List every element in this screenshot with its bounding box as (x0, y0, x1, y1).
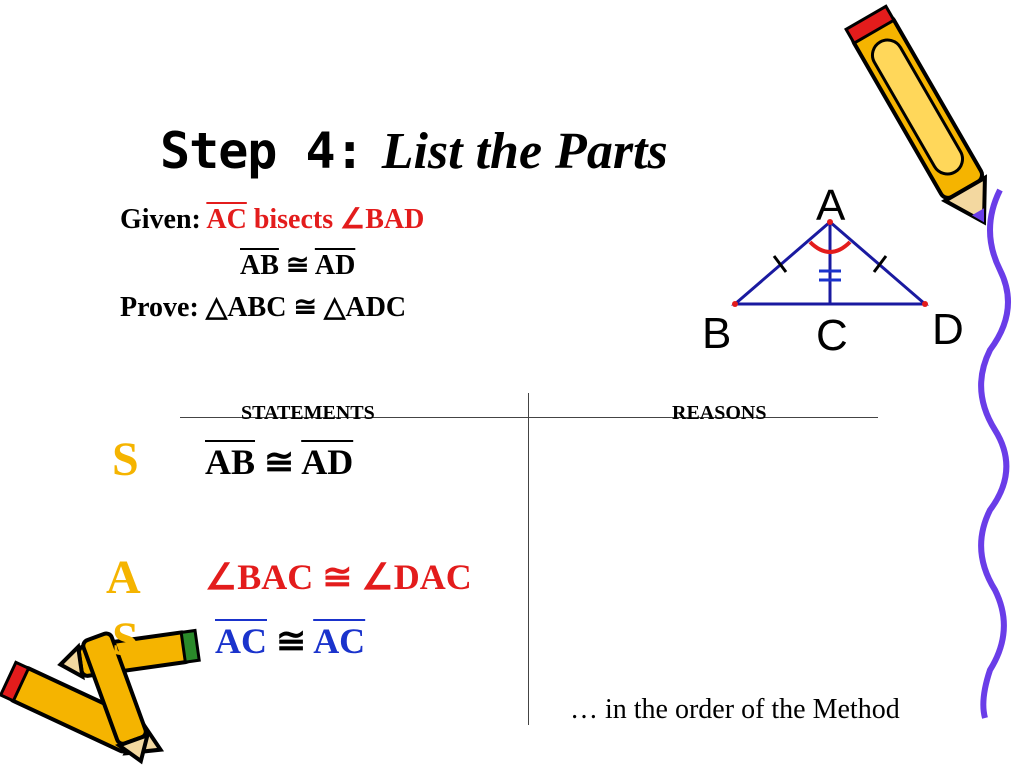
prove-cong: ≅ (293, 292, 317, 323)
vertex-label-c: C (816, 311, 848, 360)
row1-cong: ≅ (264, 442, 295, 482)
given-label: Given: (120, 204, 201, 235)
col-header-statements: STATEMENTS (241, 402, 375, 424)
row2-right: DAC (393, 557, 472, 597)
row2-left: BAC (237, 557, 314, 597)
vertex-label-d: D (932, 305, 964, 354)
col-header-reasons: REASONS (672, 402, 767, 424)
given2-right: AD (314, 250, 356, 281)
given2-left: AB (240, 250, 279, 281)
row2-cong: ≅ (322, 557, 353, 597)
prove-tri-1: △ (205, 292, 228, 323)
table-divider (528, 393, 529, 725)
vertex-label-b: B (702, 309, 731, 358)
pencil-clipart-icon (844, 4, 987, 226)
given-angle: BAD (365, 204, 425, 235)
prove-tri-2: △ (323, 292, 346, 323)
title-step: Step 4: (160, 122, 365, 180)
vertex-label-a: A (816, 181, 846, 230)
row2-angle-2: ∠ (361, 557, 394, 597)
row1-statement: AB ≅ AD (205, 441, 353, 483)
given-line-2: AB ≅ AD (240, 248, 355, 282)
given-line: Given: AC bisects ∠BAD (120, 202, 424, 236)
prove-line: Prove: △ABC ≅ △ADC (120, 290, 406, 324)
row2-angle-1: ∠ (205, 557, 238, 597)
table-header-rule (180, 417, 878, 418)
row1-letter: S (112, 433, 139, 486)
row3-right: AC (313, 621, 366, 661)
pencils-clipart-icon (0, 628, 201, 765)
page-title: Step 4: List the Parts (160, 122, 668, 181)
row3-statement: AC ≅ AC (215, 620, 365, 662)
angle-arc (808, 240, 852, 254)
prove-left: ABC (227, 292, 287, 323)
row1-right: AD (301, 442, 354, 482)
given-segment: AC (206, 204, 247, 235)
row2-letter: A (106, 551, 141, 604)
given-angle-symbol: ∠ (340, 204, 366, 235)
method-note: … in the order of the Method (570, 694, 900, 725)
prove-label: Prove: (120, 292, 199, 323)
tick-ad (872, 255, 888, 273)
triangle-figure: A B C D (702, 181, 964, 360)
row2-statement: ∠BAC ≅ ∠DAC (205, 556, 472, 598)
given2-cong: ≅ (285, 250, 310, 281)
row3-cong: ≅ (276, 621, 307, 661)
row3-letter: S (112, 613, 139, 666)
row3-left: AC (215, 621, 267, 661)
title-subtitle: List the Parts (381, 123, 668, 180)
given-verb: bisects (253, 204, 334, 235)
tick-ab (772, 255, 788, 273)
wavy-border-line (978, 188, 1011, 719)
row1-left: AB (205, 442, 256, 482)
prove-right: ADC (345, 292, 407, 323)
